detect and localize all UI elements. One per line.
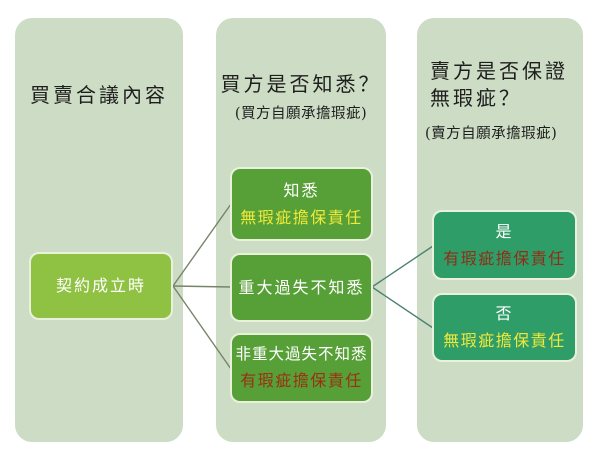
node-buyer-aware-label: 知悉 bbox=[283, 180, 320, 200]
column-seller-subtitle: (賣方自願承擔瑕疵) bbox=[425, 126, 558, 142]
column-seller-title-line1: 賣方是否保證 bbox=[430, 59, 568, 83]
node-guarantee-yes-label: 是 bbox=[495, 221, 514, 241]
column-agreement: 買賣合議內容 bbox=[15, 18, 183, 442]
node-buyer-aware-result: 無瑕疵擔保責任 bbox=[240, 207, 363, 227]
column-buyer-subtitle: (買方自願承擔瑕疵) bbox=[234, 106, 368, 122]
node-gross-negligence: 重大過失不知悉 bbox=[230, 253, 373, 322]
node-gross-negligence-label: 重大過失不知悉 bbox=[238, 277, 365, 297]
node-non-gross-negligence: 非重大過失不知悉 有瑕疵擔保責任 bbox=[230, 333, 373, 403]
node-guarantee-yes-result: 有瑕疵擔保責任 bbox=[443, 248, 566, 268]
column-buyer-title: 買方是否知悉？ bbox=[220, 72, 382, 96]
node-contract-formation-label: 契約成立時 bbox=[55, 276, 146, 296]
node-guarantee-yes: 是 有瑕疵擔保責任 bbox=[432, 210, 577, 280]
node-non-gross-negligence-result: 有瑕疵擔保責任 bbox=[240, 371, 363, 391]
node-contract-formation: 契約成立時 bbox=[29, 252, 173, 320]
column-agreement-title: 買賣合議內容 bbox=[30, 83, 168, 107]
column-seller-title-line2: 無瑕疵？ bbox=[430, 86, 522, 110]
column-seller-title: 賣方是否保證 無瑕疵？ bbox=[417, 58, 583, 112]
node-guarantee-no-result: 無瑕疵擔保責任 bbox=[443, 331, 566, 350]
node-guarantee-no-label: 否 bbox=[495, 304, 514, 324]
node-guarantee-no: 否 無瑕疵擔保責任 bbox=[432, 293, 577, 362]
node-buyer-aware: 知悉 無瑕疵擔保責任 bbox=[230, 167, 373, 241]
node-non-gross-negligence-label: 非重大過失不知悉 bbox=[235, 345, 368, 364]
